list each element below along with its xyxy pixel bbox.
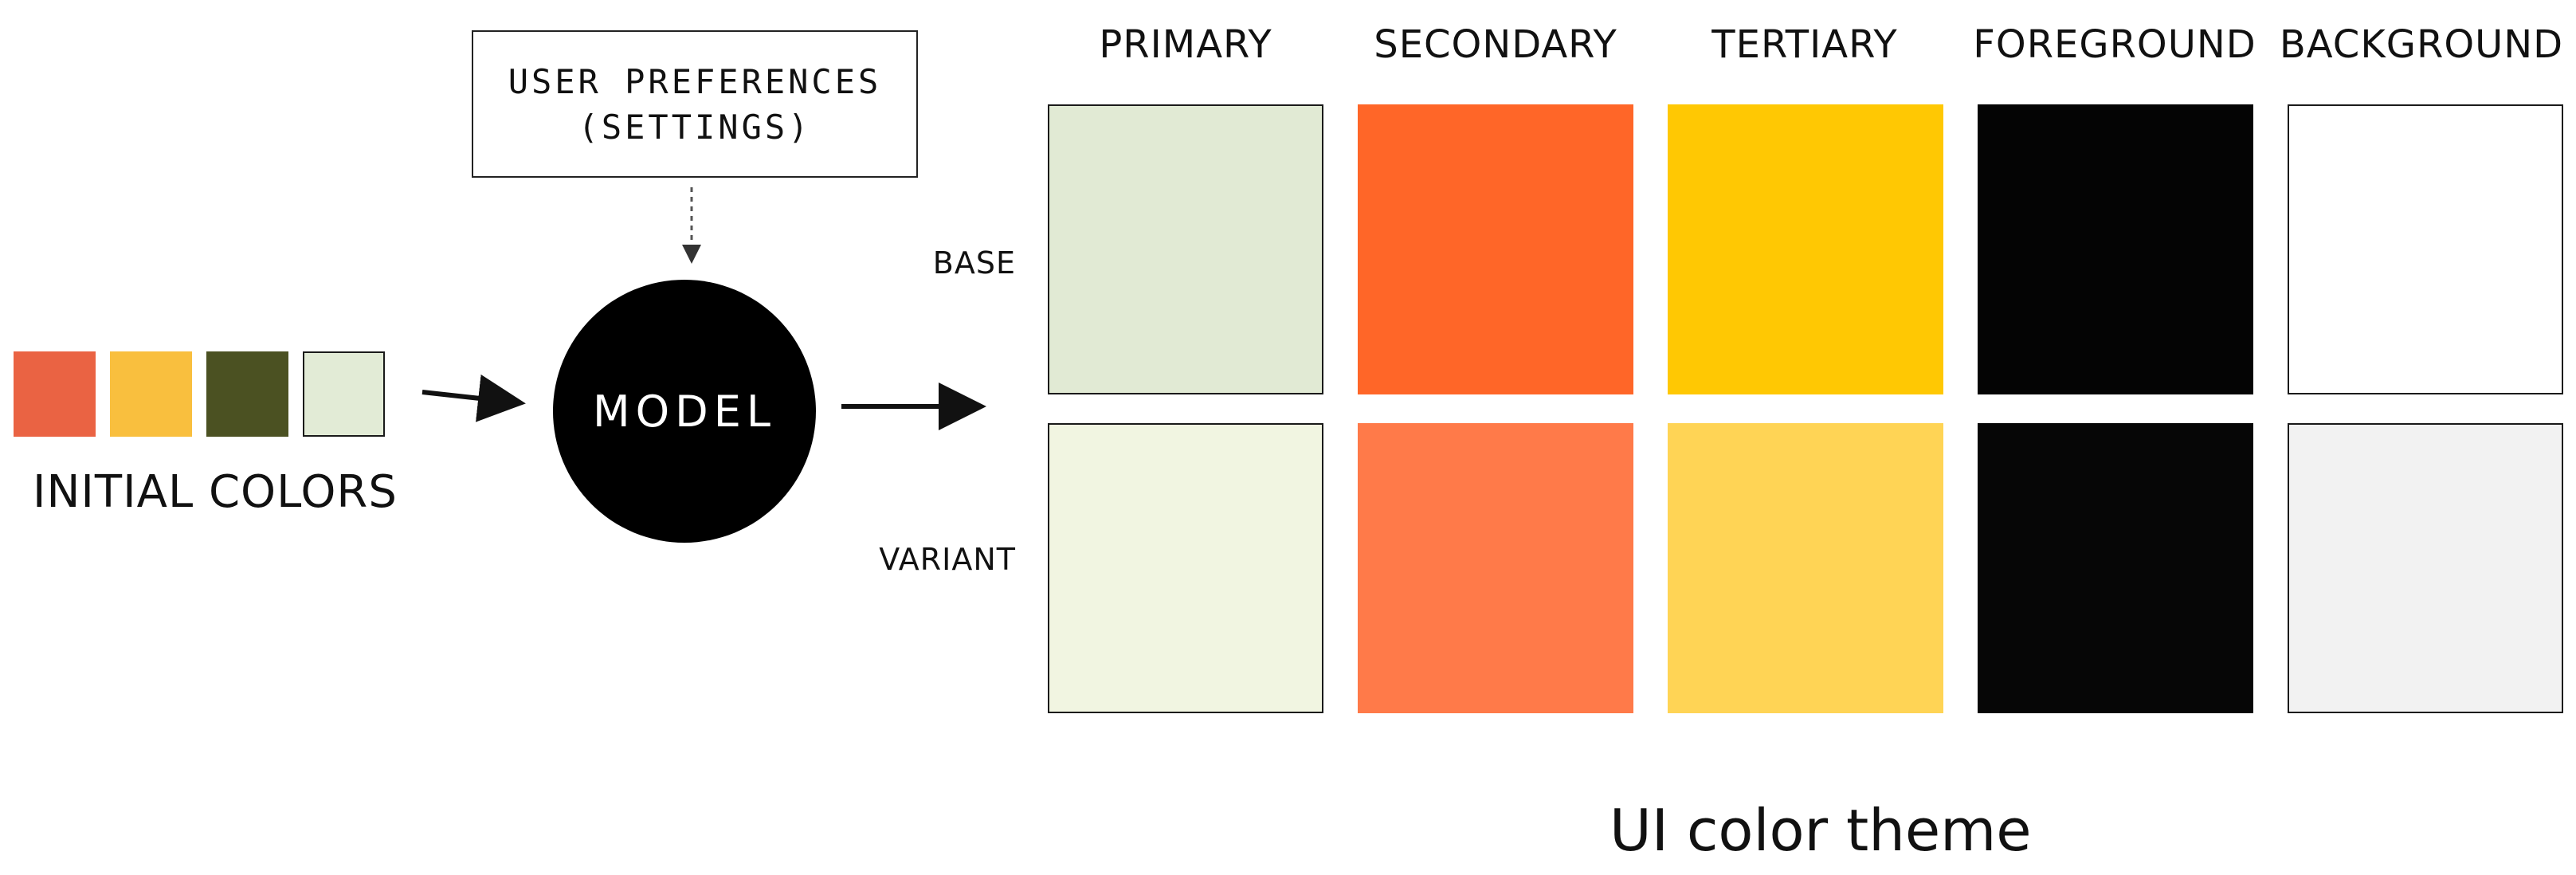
- column-header-secondary: SECONDARY: [1374, 22, 1617, 67]
- column-header-primary: PRIMARY: [1099, 22, 1272, 67]
- user-preferences-title: USER PREFERENCES: [508, 61, 882, 101]
- theme-caption: UI color theme: [1610, 797, 2032, 864]
- swatch-tertiary-variant: [1668, 423, 1943, 713]
- initial-color-swatch-4: [303, 351, 385, 437]
- initial-color-swatch-3: [206, 351, 288, 437]
- swatch-foreground-variant: [1978, 423, 2253, 713]
- user-preferences-box: USER PREFERENCES (SETTINGS): [472, 30, 918, 178]
- column-header-tertiary: TERTIARY: [1711, 22, 1898, 67]
- swatch-tertiary-base: [1668, 104, 1943, 394]
- initial-color-swatch-1: [14, 351, 96, 437]
- column-header-background: BACKGROUND: [2279, 22, 2564, 67]
- swatch-background-variant: [2288, 423, 2563, 713]
- model-label: MODEL: [593, 386, 776, 437]
- swatch-secondary-base: [1358, 104, 1633, 394]
- column-header-foreground: FOREGROUND: [1973, 22, 2256, 67]
- swatch-foreground-base: [1978, 104, 2253, 394]
- user-preferences-subtitle: (SETTINGS): [578, 107, 812, 147]
- initial-color-swatch-2: [110, 351, 192, 437]
- input-arrow-icon: [421, 374, 526, 422]
- model-node: MODEL: [553, 280, 816, 543]
- swatch-secondary-variant: [1358, 423, 1633, 713]
- swatch-primary-base: [1048, 104, 1323, 394]
- row-label-variant: VARIANT: [879, 542, 1016, 577]
- swatch-primary-variant: [1048, 423, 1323, 713]
- row-label-base: BASE: [932, 245, 1016, 281]
- swatch-background-base: [2288, 104, 2563, 394]
- initial-colors-label: INITIAL COLORS: [33, 466, 398, 518]
